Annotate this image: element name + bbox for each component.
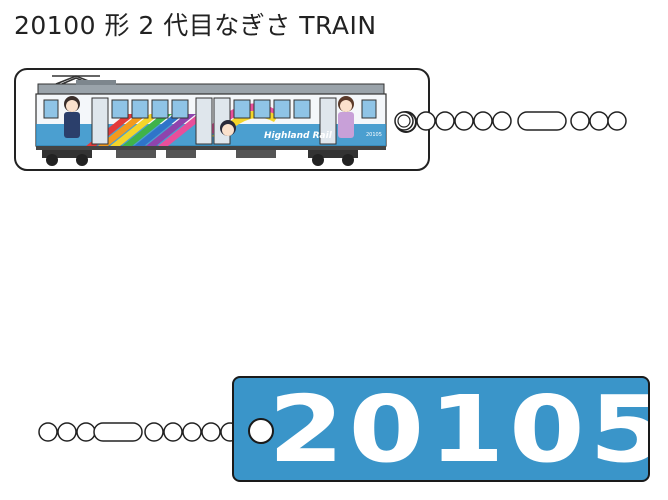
number-plate-text: 20105 [268,376,650,482]
ball-chain-top [394,111,627,131]
car-number-label: 20105 [366,132,382,138]
livery-text: Highland Rail [264,131,333,141]
number-plate-hole [248,418,274,444]
train-windows [43,99,377,119]
page-title: 20100 形 2 代目なぎさ TRAIN [14,11,377,40]
train-keychain-tag: Highland Rail 20105 [14,68,430,171]
character-center [220,120,236,136]
number-plate-tag: 20105 [232,376,650,482]
ball-chain-bottom [38,422,259,442]
train-doors [91,97,337,145]
train-illustration: Highland Rail 20105 [35,75,417,166]
bogies [42,150,358,166]
character-right [338,96,354,138]
underframe [36,146,386,150]
train-roof [37,83,385,95]
roof-equipment [76,80,116,85]
underfloor-equipment [116,150,276,158]
character-left [64,96,80,138]
